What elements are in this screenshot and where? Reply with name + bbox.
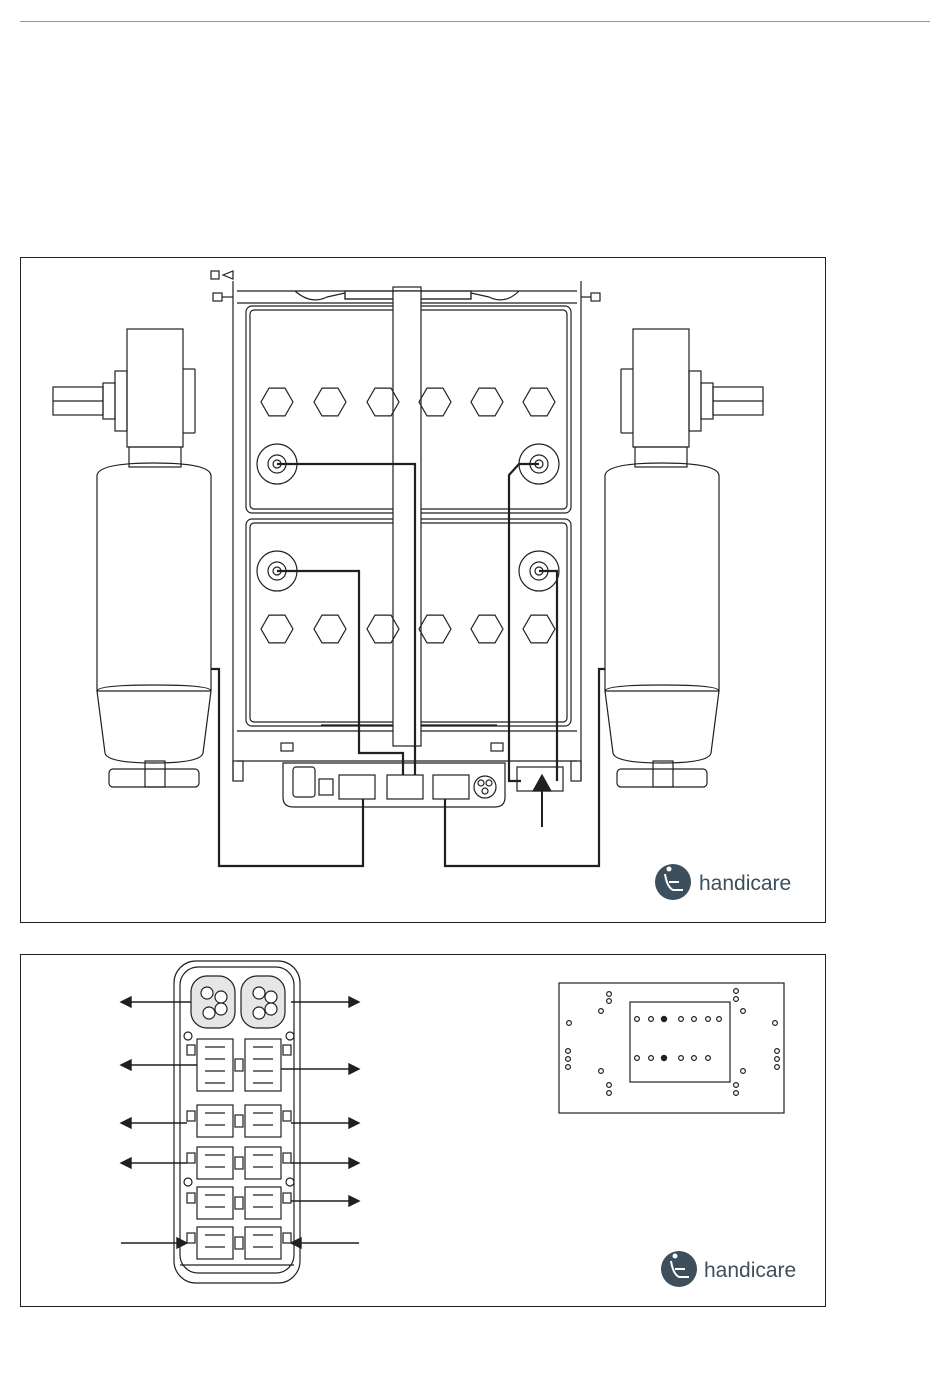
mounting-hole: [607, 992, 612, 997]
arrow-head-icon: [349, 997, 359, 1007]
connector-layout-panel: handicare: [20, 954, 826, 1307]
mounting-hole: [566, 1057, 571, 1062]
motor-right: [605, 329, 763, 787]
connector-housing: [245, 1105, 281, 1137]
arrow-head-icon: [349, 1196, 359, 1206]
connector-housing: [197, 1147, 233, 1179]
hex-cap: [419, 615, 451, 643]
mounting-hole: [741, 1069, 746, 1074]
mounting-hole: [607, 999, 612, 1004]
mounting-hole: [775, 1049, 780, 1054]
mounting-hole: [599, 1069, 604, 1074]
mounting-hole: [566, 1065, 571, 1070]
connector-latch: [187, 1045, 195, 1055]
connector-housing: [197, 1105, 233, 1137]
mounting-hole: [607, 1091, 612, 1096]
connector-housing: [245, 1227, 281, 1259]
mounting-hole: [607, 1083, 612, 1088]
mounting-hole: [734, 989, 739, 994]
mounting-hole: [635, 1017, 640, 1022]
mounting-hole: [773, 1021, 778, 1026]
arrow-head-icon: [121, 1118, 131, 1128]
arrow-head-icon: [349, 1064, 359, 1074]
connector-latch: [187, 1193, 195, 1203]
connector-divider: [235, 1197, 243, 1209]
connector-latch: [283, 1193, 291, 1203]
battery-strap: [393, 291, 421, 746]
mounting-hole: [734, 1091, 739, 1096]
mounting-hole: [649, 1056, 654, 1061]
arrow-head-icon: [349, 1158, 359, 1168]
hex-cap: [314, 615, 346, 643]
mounting-hole: [679, 1017, 684, 1022]
hex-cap: [523, 388, 555, 416]
mounting-hole: [717, 1017, 722, 1022]
brand-logo-bottom: handicare: [661, 1251, 796, 1287]
page-top-rule: [20, 21, 930, 22]
connector-divider: [235, 1237, 243, 1249]
arrow-head-icon: [291, 1238, 301, 1248]
hex-cap: [314, 388, 346, 416]
arrow-head-icon: [121, 1060, 131, 1070]
connector-housing: [245, 1187, 281, 1219]
hex-cap: [419, 388, 451, 416]
connector-layout: handicare: [21, 955, 825, 1306]
connector-latch: [283, 1111, 291, 1121]
mounting-hole: [635, 1056, 640, 1061]
connector-latch: [187, 1111, 195, 1121]
mounting-hole: [741, 1009, 746, 1014]
mounting-hole: [706, 1017, 711, 1022]
mounting-plate-holes: [566, 989, 780, 1096]
connector-latch: [187, 1153, 195, 1163]
connector-latch: [187, 1233, 195, 1243]
mounting-hole: [566, 1049, 571, 1054]
mounting-hole: [734, 997, 739, 1002]
brand-wordmark: handicare: [699, 872, 791, 895]
wiring-diagram-panel: handicare: [20, 257, 826, 923]
mounting-hole: [706, 1056, 711, 1061]
arrow-head-icon: [177, 1238, 187, 1248]
breaker-arrow-icon: [533, 775, 551, 827]
connector-latch: [283, 1045, 291, 1055]
connector-housing: [197, 1187, 233, 1219]
mounting-hole: [679, 1056, 684, 1061]
mounting-hole-filled: [661, 1016, 666, 1021]
brand-wordmark: handicare: [704, 1259, 796, 1282]
mounting-hole: [775, 1065, 780, 1070]
mounting-hole: [599, 1009, 604, 1014]
mounting-hole: [734, 1083, 739, 1088]
right-arrows: [281, 997, 359, 1248]
connector-divider: [235, 1157, 243, 1169]
hex-cap: [261, 615, 293, 643]
connector-latch: [283, 1233, 291, 1243]
block-screws: [184, 1032, 294, 1186]
mounting-hole: [775, 1057, 780, 1062]
arrow-head-icon: [121, 997, 131, 1007]
wiring-diagram: handicare: [21, 258, 825, 922]
hex-cap: [523, 615, 555, 643]
round-sockets: [191, 976, 285, 1028]
connector-divider: [235, 1115, 243, 1127]
arrow-head-icon: [121, 1158, 131, 1168]
hex-cap: [471, 615, 503, 643]
mounting-hole: [692, 1017, 697, 1022]
arrow-head-icon: [349, 1118, 359, 1128]
connector-housing: [245, 1147, 281, 1179]
mounting-hole: [567, 1021, 572, 1026]
connector-housing: [197, 1227, 233, 1259]
left-arrows: [121, 997, 197, 1248]
motor-left: [53, 329, 211, 787]
hex-cap: [261, 388, 293, 416]
rectangular-connectors: [187, 1039, 291, 1259]
mounting-plate: [559, 983, 784, 1113]
brand-logo: handicare: [655, 864, 791, 900]
mounting-hole: [649, 1017, 654, 1022]
mounting-hole: [692, 1056, 697, 1061]
hex-cap: [471, 388, 503, 416]
mounting-hole-filled: [661, 1055, 666, 1060]
connector-latch: [283, 1153, 291, 1163]
connector-divider: [235, 1059, 243, 1071]
